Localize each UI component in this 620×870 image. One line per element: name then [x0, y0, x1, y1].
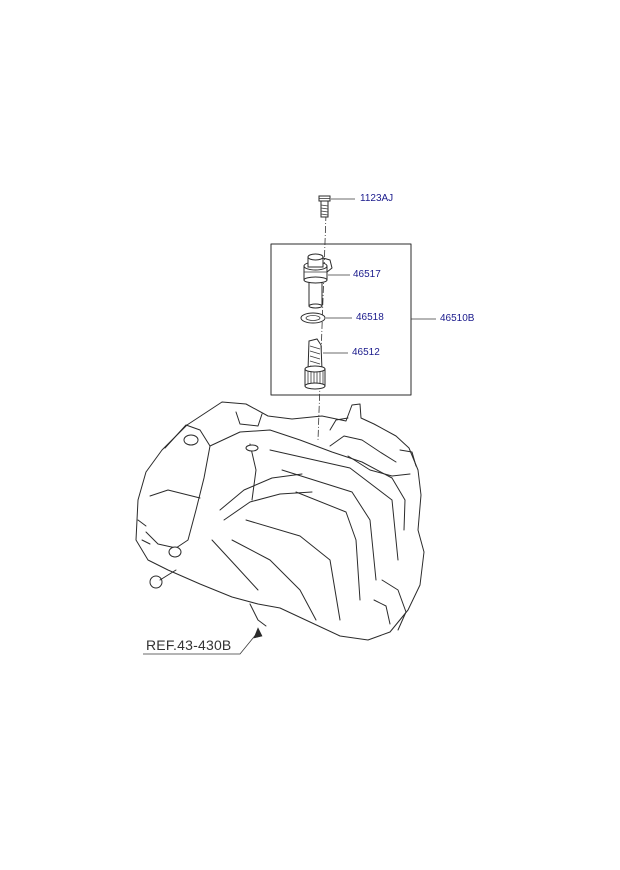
callout-assembly: 46510B	[440, 313, 475, 324]
assembly-box	[270, 243, 412, 396]
callout-bolt: 1123AJ	[360, 193, 394, 204]
bolt-icon	[318, 195, 331, 218]
sensor-icon	[303, 253, 333, 309]
callout-o-ring: 46518	[356, 312, 384, 323]
ref-arrow-icon	[253, 627, 263, 639]
gear-icon	[304, 338, 326, 390]
center-line	[317, 213, 327, 441]
transaxle-housing-icon	[135, 401, 425, 641]
o-ring-icon	[300, 312, 326, 324]
ref-leader	[143, 631, 259, 655]
callout-sensor: 46517	[353, 269, 381, 280]
reference-label: REF.43-430B	[146, 637, 232, 653]
callout-gear: 46512	[352, 347, 380, 358]
